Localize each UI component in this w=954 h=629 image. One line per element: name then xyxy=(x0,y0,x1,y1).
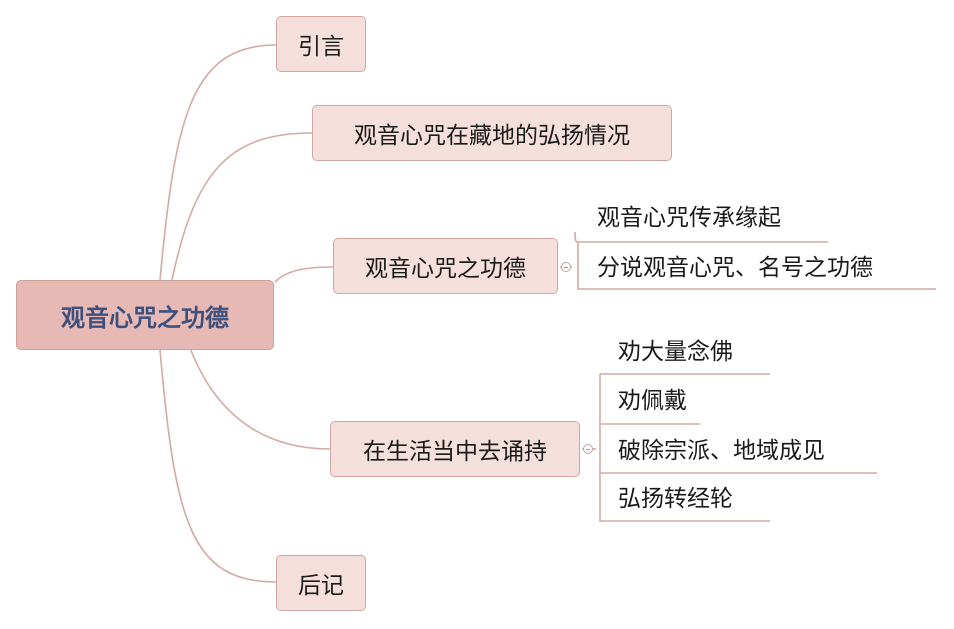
leaf-merit-explained[interactable]: 分说观音心咒、名号之功德 xyxy=(597,255,873,281)
connector-merit-children xyxy=(574,231,936,290)
branch-intro[interactable]: 引言 xyxy=(276,16,366,72)
collapse-icon[interactable] xyxy=(561,262,571,272)
connector-merit xyxy=(274,266,334,283)
collapse-icon[interactable] xyxy=(583,444,593,454)
branch-recite[interactable]: 在生活当中去诵持 xyxy=(330,421,580,477)
connector-tibet xyxy=(171,132,313,281)
leaf-remove-bias[interactable]: 破除宗派、地域成见 xyxy=(618,438,825,464)
leaf-recite-more[interactable]: 劝大量念佛 xyxy=(618,339,733,365)
branch-postscript[interactable]: 后记 xyxy=(276,555,366,611)
branch-merit[interactable]: 观音心咒之功德 xyxy=(333,238,558,294)
branch-tibet-spread[interactable]: 观音心咒在藏地的弘扬情况 xyxy=(312,105,672,161)
root-node[interactable]: 观音心咒之功德 xyxy=(16,280,274,350)
leaf-wear-amulet[interactable]: 劝佩戴 xyxy=(618,388,687,414)
leaf-prayer-wheel[interactable]: 弘扬转经轮 xyxy=(618,486,733,512)
connector-intro xyxy=(159,44,277,281)
connector-recite xyxy=(189,347,331,450)
connector-recite-children xyxy=(599,373,877,522)
leaf-lineage-origin[interactable]: 观音心咒传承缘起 xyxy=(597,205,781,231)
connector-postscript xyxy=(159,349,277,583)
